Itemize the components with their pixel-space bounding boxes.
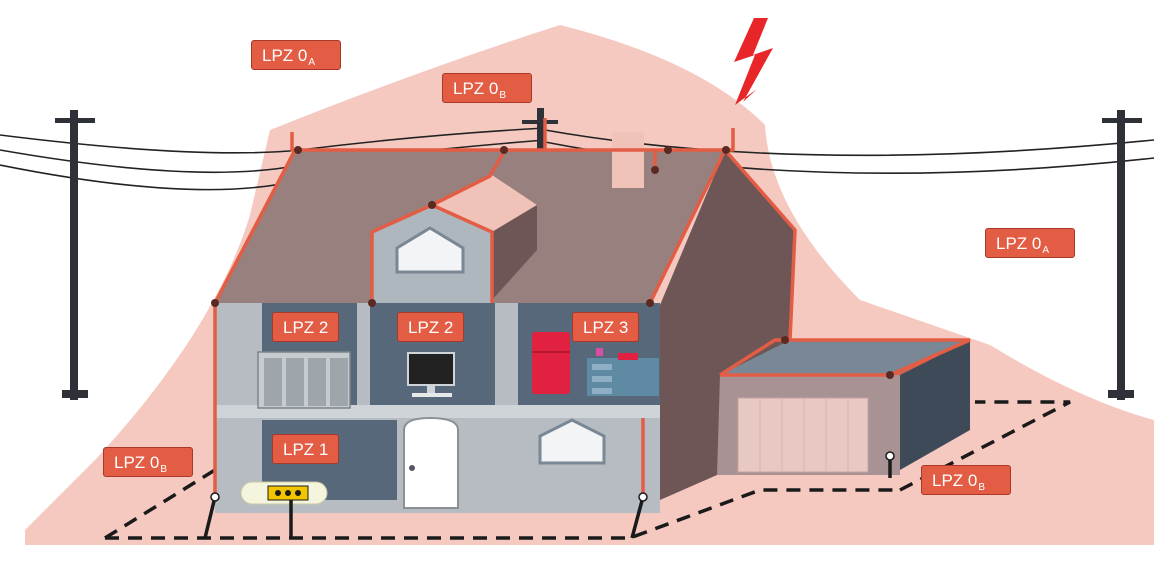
house-side-wall xyxy=(660,150,795,500)
utility-pole-icon xyxy=(55,110,95,400)
utility-pole-icon xyxy=(522,108,558,153)
earthing-conductor xyxy=(104,400,1071,540)
refrigerator-icon xyxy=(532,332,570,394)
computer-monitor-icon xyxy=(407,352,455,397)
zone-label-lpz2-mid: LPZ 2 xyxy=(397,312,465,342)
dormer xyxy=(372,175,537,305)
zone-label-lpz0a-right: LPZ 0A xyxy=(985,228,1075,258)
zone-label-lpz0a-top: LPZ 0A xyxy=(251,40,341,70)
kitchen-cabinet-icon xyxy=(587,348,659,396)
earth-terminals xyxy=(210,451,895,502)
zone-label-lpz0b-right: LPZ 0B xyxy=(921,465,1011,495)
ground-floor-window xyxy=(538,418,606,465)
zone-label-lpz3: LPZ 3 xyxy=(572,312,640,342)
lightning-bolt-icon xyxy=(734,18,773,105)
chimney xyxy=(612,132,644,188)
zone-label-lpz0b-left: LPZ 0B xyxy=(103,447,193,477)
ground-leads xyxy=(203,458,892,539)
bonding-bar-icon xyxy=(240,481,328,538)
connection-points xyxy=(211,146,894,379)
zone-label-lpz0b-top: LPZ 0B xyxy=(442,73,532,103)
server-rack-icon xyxy=(257,351,351,409)
zone-label-lpz1: LPZ 1 xyxy=(272,434,340,464)
zone-label-lpz2-left: LPZ 2 xyxy=(272,312,340,342)
dormer-window xyxy=(395,226,465,274)
utility-pole-icon xyxy=(1102,110,1142,400)
door-icon xyxy=(403,416,459,509)
